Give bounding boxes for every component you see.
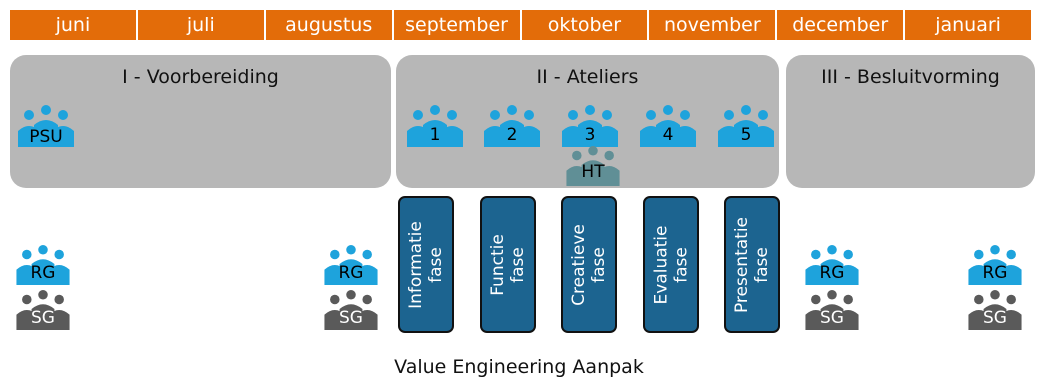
fase-informatie: Informatie fase [398, 196, 454, 333]
month-december: december [777, 10, 906, 40]
phase-title: I - Voorbereiding [122, 66, 279, 88]
rg-group-icon: RG [15, 245, 71, 285]
fase-label: Functie fase [488, 234, 528, 296]
month-september: september [393, 10, 522, 40]
psu-group-icon: PSU [18, 105, 74, 147]
group-label: RG [982, 263, 1008, 283]
fase-label-line1: Informatie [406, 220, 427, 309]
group-label: 1 [429, 125, 441, 145]
fase-label: Evaluatie fase [651, 225, 691, 304]
sg-group-icon: SG [967, 290, 1023, 330]
month-januari: januari [905, 10, 1031, 40]
fase-label: Presentatie fase [732, 216, 772, 312]
fase-label-line2: fase [589, 246, 610, 283]
fase-label-line2: fase [752, 246, 772, 283]
fase-label-line2: fase [671, 246, 692, 283]
phase-title: III - Besluitvorming [821, 66, 1000, 88]
atelier-4-group-icon: 4 [640, 105, 696, 147]
group-label: 3 [584, 125, 596, 145]
fase-label-line1: Functie [488, 233, 508, 296]
sg-group-icon: SG [804, 290, 860, 330]
fase-creatieve: Creatieve fase [561, 196, 617, 333]
fase-label-line2: fase [426, 246, 447, 283]
fase-label-line1: Presentatie [732, 216, 752, 313]
month-bar: juni juli augustus september oktober nov… [10, 10, 1031, 40]
month-juli: juli [137, 10, 266, 40]
group-label: 2 [506, 125, 518, 145]
group-label: SG [820, 308, 844, 328]
group-label: 5 [740, 125, 752, 145]
group-label: PSU [29, 127, 63, 147]
group-label: SG [983, 308, 1007, 328]
phase-besluitvorming: III - Besluitvorming [786, 55, 1035, 188]
phase-voorbereiding: I - Voorbereiding [10, 55, 391, 188]
month-oktober: oktober [521, 10, 650, 40]
group-label: RG [338, 263, 364, 283]
sg-group-icon: SG [15, 290, 71, 330]
phase-title: II - Ateliers [536, 66, 639, 88]
group-label: HT [581, 162, 605, 182]
group-label: SG [31, 308, 55, 328]
fase-functie: Functie fase [480, 196, 536, 333]
rg-group-icon: RG [804, 245, 860, 285]
group-label: 4 [662, 125, 674, 145]
group-label: SG [339, 308, 363, 328]
rg-group-icon: RG [323, 245, 379, 285]
fase-label: Creatieve fase [569, 224, 609, 306]
fase-presentatie: Presentatie fase [724, 196, 780, 333]
month-augustus: augustus [265, 10, 394, 40]
group-label: RG [30, 263, 56, 283]
ht-group-icon: HT [565, 146, 621, 186]
month-juni: juni [10, 10, 138, 40]
group-label: RG [819, 263, 845, 283]
fase-label-line2: fase [508, 246, 528, 283]
atelier-1-group-icon: 1 [407, 105, 463, 147]
fase-label-line1: Creatieve [569, 223, 590, 306]
fase-evaluatie: Evaluatie fase [643, 196, 699, 333]
fase-label: Informatie fase [406, 221, 446, 309]
rg-group-icon: RG [967, 245, 1023, 285]
month-november: november [649, 10, 778, 40]
diagram-caption: Value Engineering Aanpak [394, 356, 644, 378]
atelier-3-group-icon: 3 [562, 105, 618, 147]
sg-group-icon: SG [323, 290, 379, 330]
fase-label-line1: Evaluatie [651, 225, 672, 304]
atelier-2-group-icon: 2 [484, 105, 540, 147]
atelier-5-group-icon: 5 [718, 105, 774, 147]
